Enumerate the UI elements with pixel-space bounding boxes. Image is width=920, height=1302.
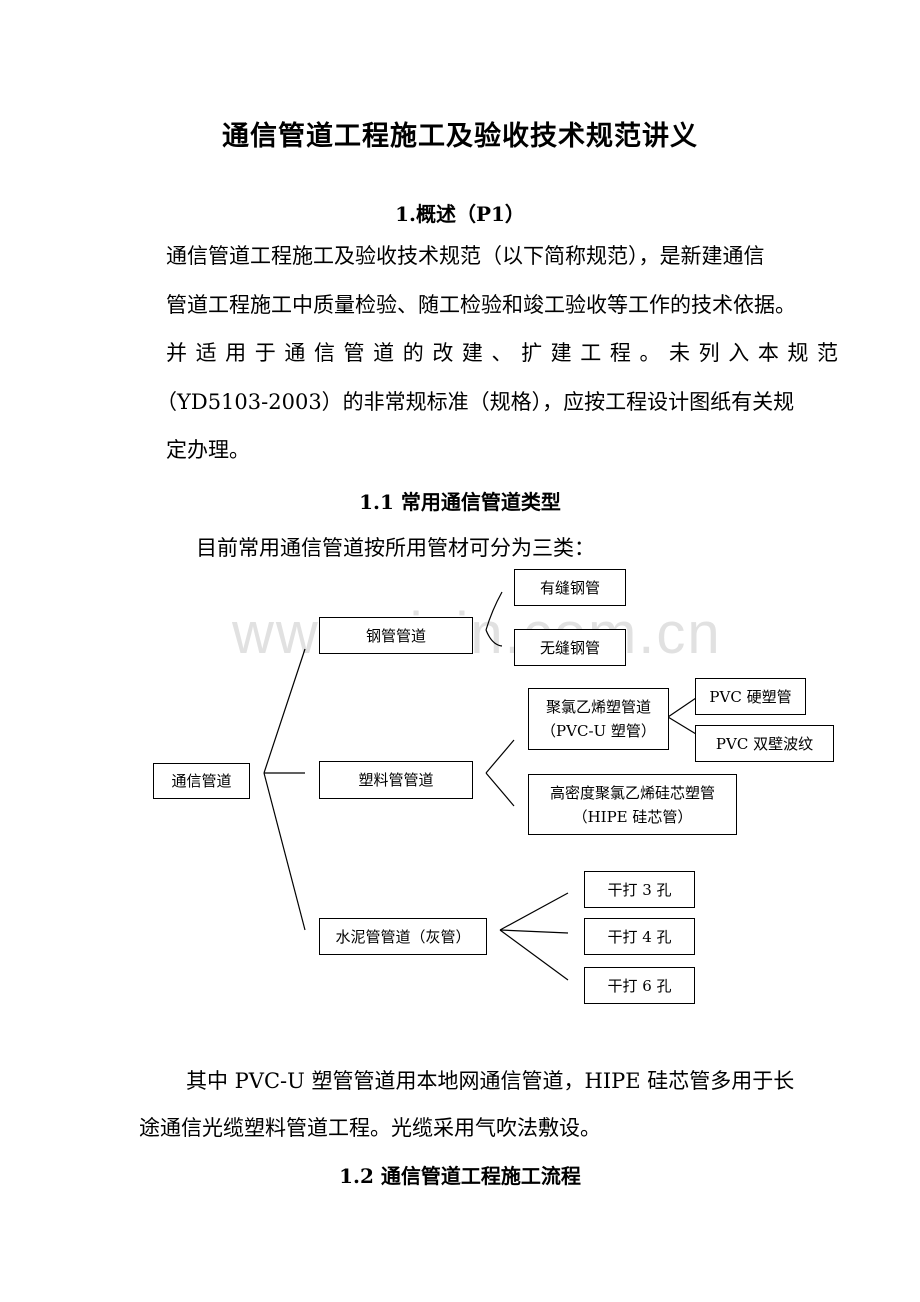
box-label: 聚氯乙烯塑管道 bbox=[545, 698, 651, 716]
pvcu-box: 聚氯乙烯塑管道 （PVC-U 塑管） bbox=[528, 688, 669, 750]
box-label: 钢管管道 bbox=[365, 626, 426, 645]
paragraph-line: （YD5103-2003）的非常规标准（规格），应按工程设计图纸有关规 bbox=[156, 389, 795, 414]
paragraph-line: 定办理。 bbox=[166, 438, 250, 462]
box-label: 塑料管管道 bbox=[358, 771, 434, 789]
cement-pipe-box: 水泥管管道（灰管） bbox=[319, 918, 487, 955]
seamless-steel-box: 无缝钢管 bbox=[514, 629, 626, 666]
box-label: PVC 双壁波纹 bbox=[715, 734, 814, 753]
box-label: PVC 硬塑管 bbox=[709, 687, 792, 706]
box-label: 干打 6 孔 bbox=[607, 976, 672, 995]
pvc-double-wall-box: PVC 双壁波纹 bbox=[695, 725, 834, 762]
box-label: 干打 4 孔 bbox=[607, 927, 672, 946]
connector-line bbox=[667, 697, 697, 718]
box-label: （HIPE 硅芯管） bbox=[572, 807, 693, 826]
diagram-root-box: 通信管道 bbox=[153, 763, 250, 799]
box-label: 高密度聚氯乙烯硅芯塑管 bbox=[549, 783, 715, 802]
plastic-pipe-box: 塑料管管道 bbox=[319, 761, 473, 799]
pvc-rigid-box: PVC 硬塑管 bbox=[695, 678, 806, 715]
paragraph-line: 并适用于通信管道的改建、扩建工程。未列入本规范 bbox=[166, 341, 838, 365]
steel-pipe-box: 钢管管道 bbox=[319, 617, 473, 654]
seamed-steel-box: 有缝钢管 bbox=[514, 569, 626, 606]
box-label: 有缝钢管 bbox=[539, 578, 600, 597]
connector-line bbox=[485, 629, 503, 647]
after-diagram-line: 途通信光缆塑料管道工程。光缆采用气吹法敷设。 bbox=[139, 1116, 601, 1140]
connector-line bbox=[667, 716, 697, 735]
after-diagram-line: 其中 PVC-U 塑管管道用本地网通信管道，HIPE 硅芯管多用于长 bbox=[186, 1069, 795, 1093]
connector-line bbox=[499, 929, 569, 981]
connector-line bbox=[499, 929, 569, 934]
connector-line bbox=[263, 772, 306, 931]
section-1-1-heading: 1.1 常用通信管道类型 bbox=[359, 490, 561, 514]
section-1-paragraph: 通信管道工程施工及验收技术规范（以下简称规范），是新建通信 管道工程施工中质量检… bbox=[156, 232, 838, 475]
box-label: 水泥管管道（灰管） bbox=[335, 927, 471, 946]
connector-line bbox=[485, 739, 515, 774]
box-label: 通信管道 bbox=[171, 772, 232, 790]
section-1-heading: 1.概述（P1） bbox=[395, 202, 525, 226]
box-label: 无缝钢管 bbox=[539, 638, 600, 657]
document-title: 通信管道工程施工及验收技术规范讲义 bbox=[222, 121, 698, 152]
paragraph-line: 通信管道工程施工及验收技术规范（以下简称规范），是新建通信 bbox=[166, 244, 765, 268]
connector-line bbox=[485, 591, 503, 631]
cement-4-hole-box: 干打 4 孔 bbox=[584, 918, 695, 955]
cement-3-hole-box: 干打 3 孔 bbox=[584, 871, 695, 908]
paragraph-line: 管道工程施工中质量检验、随工检验和竣工验收等工作的技术依据。 bbox=[166, 292, 796, 317]
connector-line bbox=[485, 772, 515, 807]
box-label: 干打 3 孔 bbox=[607, 880, 672, 899]
section-1-1-intro: 目前常用通信管道按所用管材可分为三类： bbox=[196, 536, 595, 560]
section-1-2-heading: 1.2 通信管道工程施工流程 bbox=[339, 1164, 581, 1188]
connector-line bbox=[263, 648, 306, 774]
cement-6-hole-box: 干打 6 孔 bbox=[584, 967, 695, 1004]
connector-line bbox=[499, 892, 569, 931]
hipe-box: 高密度聚氯乙烯硅芯塑管 （HIPE 硅芯管） bbox=[528, 774, 737, 835]
box-label: （PVC-U 塑管） bbox=[541, 722, 656, 740]
